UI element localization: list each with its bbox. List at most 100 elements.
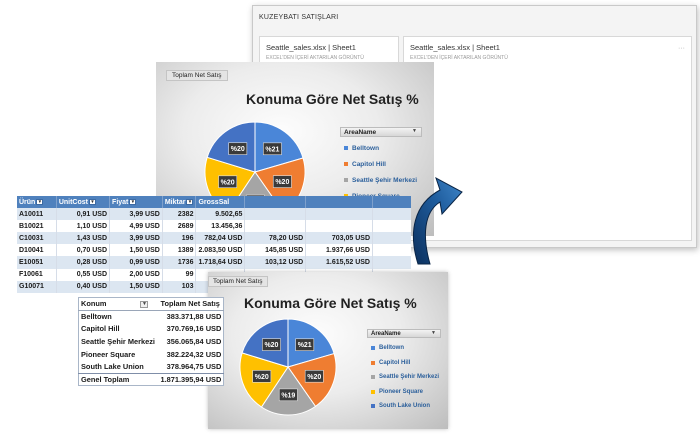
row-location: Capitol Hill [81,324,120,334]
pie-chart: %21 %20 %19 %20 %20 [239,318,337,416]
ellipsis-icon[interactable]: ··· [678,45,685,52]
row-location: South Lake Union [81,362,144,372]
pie-chart-panel-excel: Toplam Net Satış Konuma Göre Net Satış %… [208,272,448,429]
row-location: Belltown [81,312,112,322]
tile-name: Seattle_sales.xlsx | Sheet1 [266,43,356,52]
legend-swatch [344,178,348,182]
legend-swatch [371,375,375,380]
legend-swatch [371,404,375,409]
legend-label: Pioneer Square [379,388,424,395]
table-row: Belltown 383.371,88 USD [79,310,224,323]
total-label: Genel Toplam [78,372,159,386]
dropdown-filter-icon[interactable]: ▼ [129,198,137,205]
data-label-box [218,175,238,189]
legend-label: South Lake Union [379,403,430,410]
legend-item[interactable]: Capitol Hill [371,356,441,371]
row-sales: 382.224,32 USD [166,349,222,359]
chevron-down-icon[interactable]: ▼ [412,128,417,134]
legend-item[interactable]: Capitol Hill [344,156,422,172]
chart-title: Konuma Göre Net Satış % [244,295,417,311]
legend-item[interactable]: Seattle Şehir Merkezi [344,172,422,188]
row-sales: 370.769,16 USD [166,324,222,334]
legend-swatch [344,146,348,150]
legend-label: Seattle Şehir Merkezi [379,374,440,381]
data-label: %21 [265,146,279,153]
total-value: 1.871.395,94 USD [158,372,224,386]
legend-title: AreaName [371,331,401,337]
pivot-table-excel: Konum ▼ Toplam Net Satış Belltown 383.371,… [78,297,225,387]
row-sales: 378.964,75 USD [166,362,222,372]
row-location: Pioneer Square [81,349,136,359]
tile-subtitle: EXCEL'DEN İÇERİ AKTARILAN GÖRÜNTÜ [410,55,508,61]
column-header-sales: Toplam Net Satış [158,297,224,311]
legend-swatch [371,389,375,394]
data-label: %20 [264,342,278,349]
row-sales: 383.371,88 USD [166,312,222,322]
chevron-down-icon[interactable]: ▼ [431,330,436,336]
data-label: %20 [275,179,289,186]
table-row: Seattle Şehir Merkezi 356.065,84 USD [79,335,224,348]
table-row: Capitol Hill 370.769,16 USD [79,323,224,336]
tile-name: Seattle_sales.xlsx | Sheet1 [410,43,500,52]
legend-title: AreaName [344,129,377,136]
data-label-box [228,142,248,155]
legend-label: Belltown [352,144,380,152]
legend-item[interactable]: Belltown [344,140,422,156]
row-location: Seattle Şehir Merkezi [81,337,155,347]
data-label: %20 [221,179,235,186]
column-header [372,196,411,209]
dropdown-filter-icon[interactable]: ▼ [36,198,44,205]
column-header [305,196,373,209]
dropdown-filter-icon[interactable]: ▼ [140,300,149,308]
legend-item[interactable]: Seattle Şehir Merkezi [371,370,441,385]
data-label: %21 [298,342,312,349]
legend-label: Capitol Hill [352,160,386,168]
data-label-box [278,388,298,402]
legend-item[interactable]: Pioneer Square [371,385,441,400]
legend-item[interactable]: South Lake Union [371,399,441,414]
data-label: %20 [231,146,245,153]
legend-label: Capitol Hill [379,359,411,366]
legend-item[interactable]: Belltown [371,341,441,356]
dropdown-filter-icon[interactable]: ▼ [88,198,96,205]
dashboard-title: KUZEYBATI SATIŞLARI [259,14,339,21]
legend-swatch [344,162,348,166]
legend-swatch [371,346,375,351]
column-header: Fiyat [112,198,129,206]
table-row: Pioneer Square 382.224,32 USD [79,348,224,361]
chart-tag: Toplam Net Satış [166,70,228,81]
column-header: Ürün [19,198,36,206]
column-header: UnitCost [58,198,88,206]
column-header: Miktar [164,198,186,206]
data-label-box [272,175,292,188]
chart-title: Konuma Göre Net Satış % [246,91,419,107]
legend-label: Belltown [379,345,404,352]
column-header: GrossSal [198,198,230,206]
data-label-box [304,370,324,383]
data-label: %20 [255,374,269,381]
data-label-box [263,142,282,156]
table-row: South Lake Union 378.964,75 USD [79,360,224,373]
dropdown-filter-icon[interactable]: ▼ [186,198,194,205]
curved-arrow-icon [412,176,463,265]
legend-label: Seattle Şehir Merkezi [352,176,418,184]
excel-header-row: Ürün▼ UnitCost▼ Fiyat▼ Miktar▼ GrossSal [17,196,411,209]
chart-tile[interactable]: Seattle_sales.xlsx | Sheet1 EXCEL'DEN İÇ… [403,36,692,241]
column-header-location: Konum [81,299,107,309]
data-label-box [252,370,272,383]
data-label-box [262,338,281,351]
chart-tag: Toplam Net Satış [208,276,268,287]
data-label-box [295,338,315,351]
data-label: %19 [281,392,295,399]
data-label: %20 [307,374,321,381]
column-header [244,196,307,209]
tile-subtitle: EXCEL'DEN İÇERİ AKTARILAN GÖRÜNTÜ [266,55,364,61]
row-sales: 356.065,84 USD [166,337,222,347]
